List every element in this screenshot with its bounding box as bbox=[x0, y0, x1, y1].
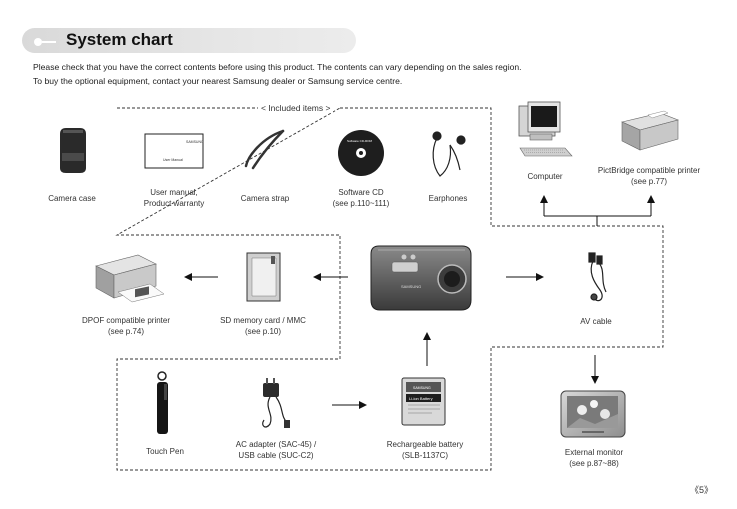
label-battery: Rechargeable battery(SLB-1137C) bbox=[386, 440, 464, 460]
computer-icon bbox=[518, 101, 573, 157]
label-camera-strap: Camera strap bbox=[240, 194, 290, 203]
title-bar bbox=[22, 28, 356, 53]
battery-type-text: Li-ion Battery bbox=[409, 396, 433, 401]
page-number: 《5》 bbox=[690, 485, 714, 495]
label-external-monitor: External monitor(see p.87~88) bbox=[564, 448, 624, 468]
ac-adapter-icon bbox=[262, 378, 290, 428]
sd-card-icon bbox=[246, 252, 281, 302]
label-user-manual: User manual,Product warranty bbox=[143, 188, 205, 208]
label-av-cable: AV cable bbox=[580, 317, 612, 326]
user-manual-icon: SAMSUNG User Manual bbox=[144, 133, 204, 169]
label-ac-adapter: AC adapter (SAC-45) /USB cable (SUC-C2) bbox=[235, 440, 317, 460]
label-computer: Computer bbox=[527, 172, 563, 181]
camera-icon: SAMSUNG bbox=[370, 245, 472, 311]
included-items-label: < Included items > bbox=[258, 103, 334, 113]
title-dash bbox=[42, 41, 56, 43]
battery-icon: SAMSUNG Li-ion Battery bbox=[401, 377, 446, 426]
cd-label-text: Software CD-ROM bbox=[347, 139, 373, 143]
label-touch-pen: Touch Pen bbox=[146, 447, 184, 456]
intro-line-2: To buy the optional equipment, contact y… bbox=[33, 76, 403, 86]
battery-brand-text: SAMSUNG bbox=[413, 386, 431, 390]
label-software-cd: Software CD(see p.110~111) bbox=[332, 188, 390, 208]
included-items-border bbox=[115, 107, 664, 471]
touch-pen-icon bbox=[157, 371, 168, 434]
label-dpof-printer: DPOF compatible printer(see p.74) bbox=[81, 316, 171, 336]
av-cable-icon bbox=[588, 252, 607, 302]
title-bullet-icon bbox=[34, 38, 42, 46]
software-cd-icon: Software CD-ROM bbox=[338, 130, 384, 176]
earphones-icon bbox=[432, 131, 466, 177]
manual-brand-text: SAMSUNG bbox=[186, 140, 204, 144]
camera-brand-text: SAMSUNG bbox=[401, 284, 421, 289]
intro-line-1: Please check that you have the correct c… bbox=[33, 62, 522, 72]
label-earphones: Earphones bbox=[428, 194, 468, 203]
manual-title-text: User Manual bbox=[163, 158, 183, 162]
external-monitor-icon bbox=[560, 390, 626, 438]
camera-strap-icon bbox=[244, 129, 285, 170]
pictbridge-printer-icon bbox=[621, 110, 679, 151]
label-pictbridge-printer: PictBridge compatible printer(see p.77) bbox=[597, 166, 701, 186]
dpof-printer-icon bbox=[95, 254, 165, 303]
page-title: System chart bbox=[66, 30, 173, 49]
label-sd-card: SD memory card / MMC(see p.10) bbox=[220, 316, 306, 336]
camera-case-icon bbox=[60, 128, 86, 173]
label-camera-case: Camera case bbox=[48, 194, 96, 203]
